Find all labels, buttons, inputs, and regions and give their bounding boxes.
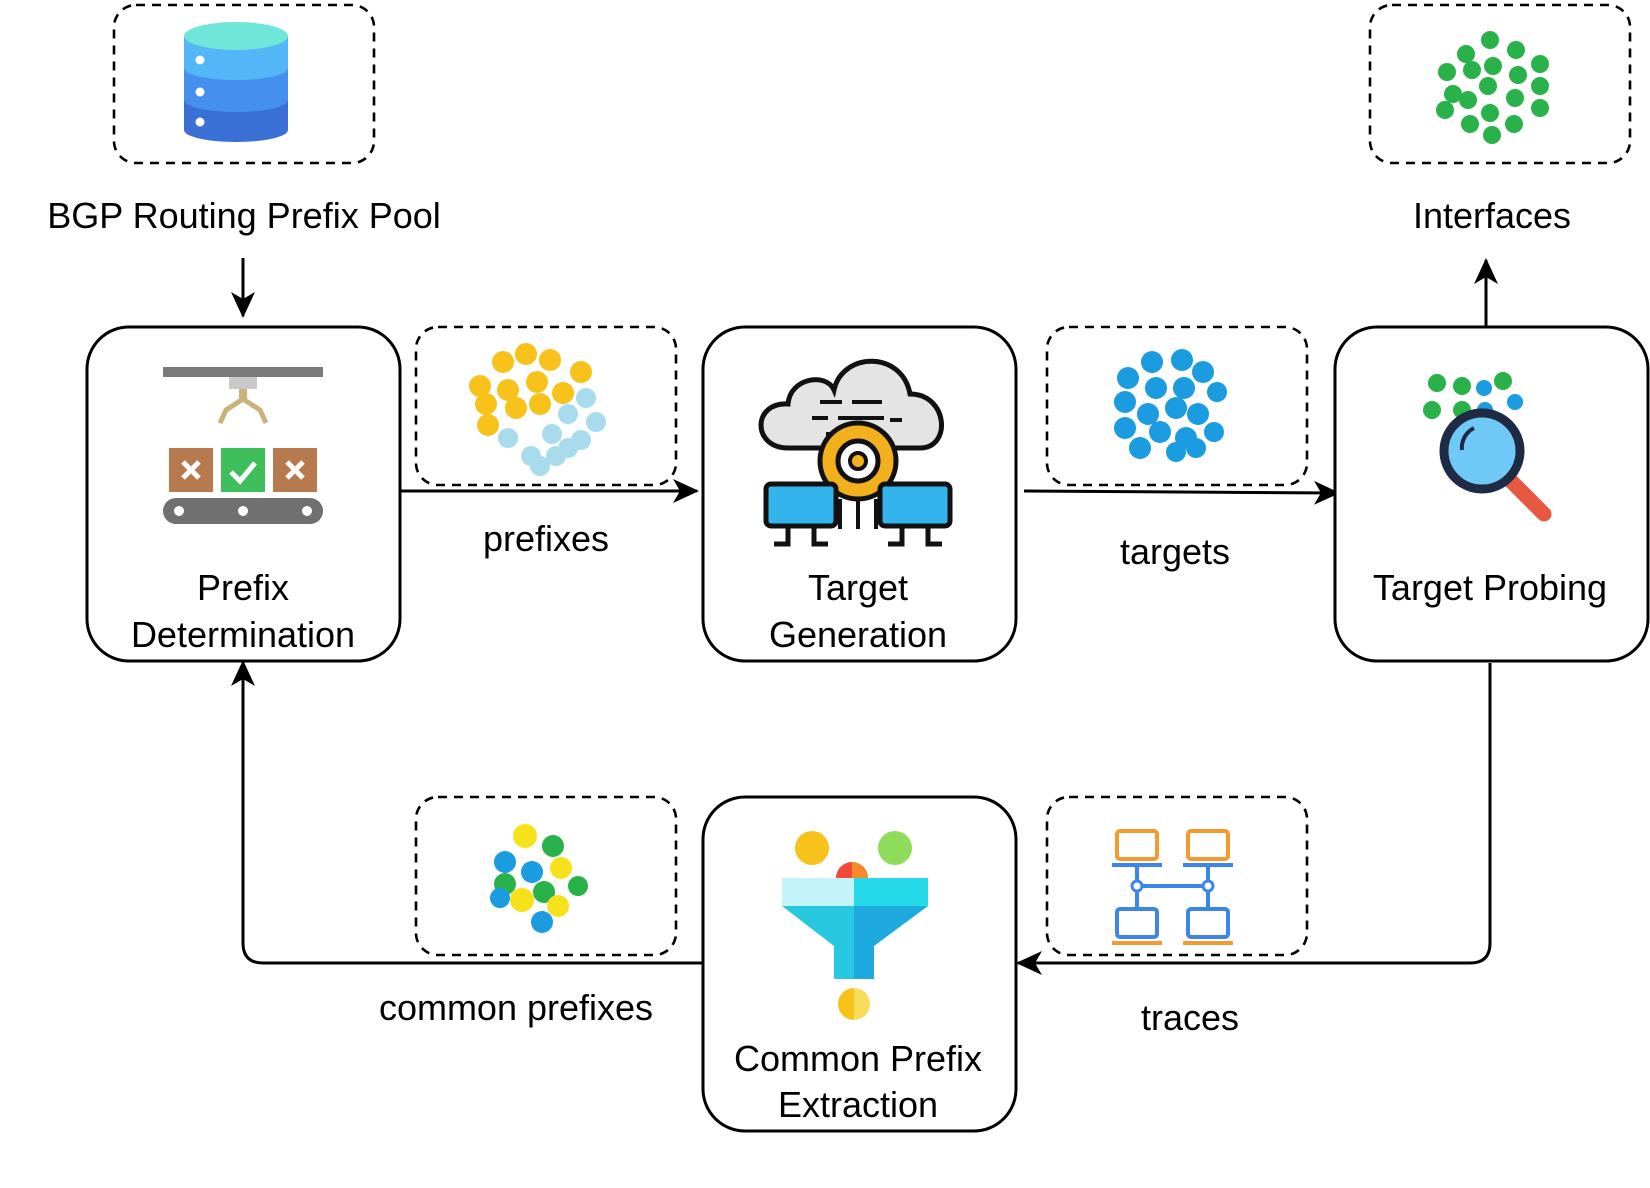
common-prefix-extraction-label-line1: Common Prefix	[734, 1038, 982, 1079]
prefix-determination-label-line2: Determination	[131, 614, 355, 655]
blue-dots-icon	[1114, 349, 1227, 462]
bgp-pool-label: BGP Routing Prefix Pool	[47, 195, 441, 236]
target-generation-label-line2: Generation	[769, 614, 947, 655]
prefix-determination-label-line1: Prefix	[197, 567, 289, 608]
target-probing-label: Target Probing	[1373, 567, 1607, 608]
interfaces-dashed-box	[1368, 3, 1632, 165]
common-prefixes-arrow	[231, 660, 703, 965]
target-generation-label-line1: Target	[808, 567, 908, 608]
traces-label: traces	[1141, 997, 1239, 1038]
targets-arrow	[1023, 480, 1340, 505]
traces-arrow	[1016, 663, 1492, 975]
green-dots-icon	[1436, 31, 1549, 144]
prefixes-label: prefixes	[483, 518, 609, 559]
cloud-gear-network-icon	[758, 358, 953, 547]
common-prefixes-dashed-box	[414, 795, 678, 957]
conveyor-sorting-icon	[163, 367, 323, 524]
common-prefix-extraction-label-line2: Extraction	[778, 1084, 938, 1125]
yellow-lightblue-dots-icon	[469, 343, 606, 476]
target-probing-box	[1333, 325, 1650, 663]
mixed-dots-icon	[490, 824, 588, 933]
targets-label: targets	[1120, 531, 1230, 572]
database-icon	[184, 22, 288, 142]
traces-dashed-box	[1045, 795, 1309, 957]
interfaces-label: Interfaces	[1413, 195, 1571, 236]
funnel-icon	[782, 831, 928, 1020]
prefix-determination-box	[85, 325, 402, 663]
topology-trace-icon	[1112, 829, 1233, 945]
common-prefixes-label: common prefixes	[379, 987, 653, 1028]
magnifier-dots-icon	[1423, 372, 1552, 522]
